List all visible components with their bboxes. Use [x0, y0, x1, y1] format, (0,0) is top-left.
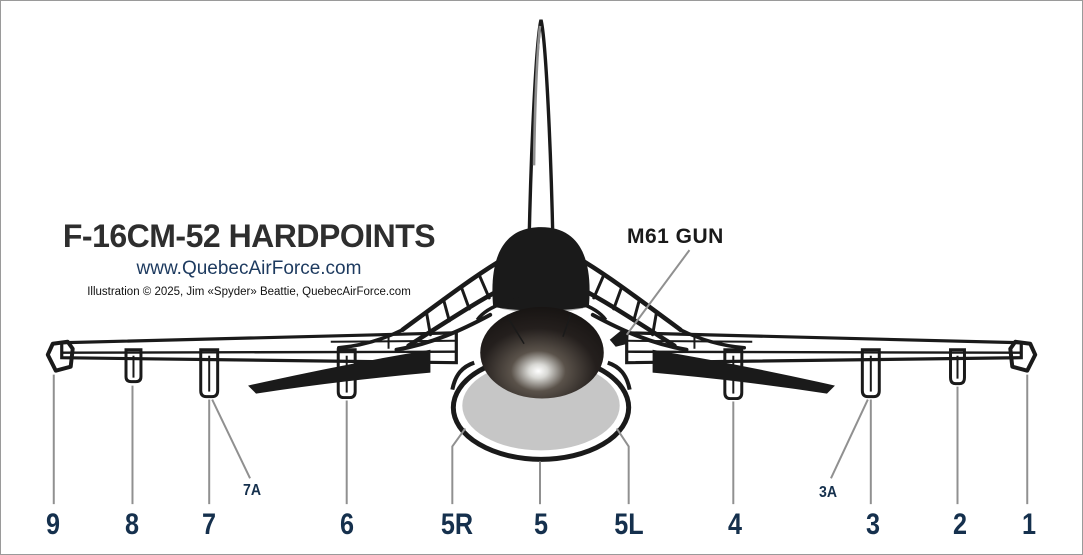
station-label-9: 9 — [45, 508, 61, 541]
credit-line: Illustration © 2025, Jim «Spyder» Beatti… — [87, 286, 411, 298]
leader-m61-gun — [625, 249, 691, 336]
canopy-sill-line — [475, 295, 608, 321]
station-label-5: 5 — [533, 508, 549, 541]
station-label-5r: 5R — [440, 508, 474, 541]
station-label-7: 7 — [201, 508, 217, 541]
station-label-3: 3 — [865, 508, 881, 541]
vertical-fin — [527, 19, 555, 245]
m61-gun-label: M61 GUN — [627, 225, 724, 248]
page-title: F-16CM-52 HARDPOINTS — [62, 218, 436, 254]
station-label-5l: 5L — [614, 508, 644, 541]
right-stabilator — [652, 349, 835, 394]
canopy — [492, 227, 590, 311]
station-label-8: 8 — [124, 508, 140, 541]
left-wingtip-rail — [45, 339, 75, 373]
header-block: F-16CM-52 HARDPOINTS www.QuebecAirForce.… — [41, 218, 457, 298]
fin-shade-line — [532, 25, 542, 166]
right-wingtip-rail — [1008, 339, 1038, 373]
leader-lines — [52, 249, 1029, 505]
m61-gun-port — [609, 330, 629, 347]
pylon-station-8 — [124, 348, 143, 384]
leader-7a — [211, 399, 251, 479]
pylon-station-6 — [336, 348, 357, 400]
pylon-station-3 — [860, 348, 881, 399]
station-label-4: 4 — [727, 508, 743, 541]
station-label-2: 2 — [952, 508, 968, 541]
pylon-station-7 — [199, 348, 220, 399]
pylons — [124, 348, 966, 401]
leader-5r — [451, 427, 467, 505]
station-label-7a: 7A — [242, 482, 261, 499]
station-label-3a: 3A — [818, 484, 837, 501]
station-label-6: 6 — [339, 508, 355, 541]
pylon-station-4 — [723, 348, 744, 401]
leader-3a — [830, 399, 869, 479]
pylon-station-2 — [949, 348, 966, 386]
station-label-1: 1 — [1021, 508, 1037, 541]
radome — [480, 306, 604, 399]
website-text: www.QuebecAirForce.com — [136, 258, 362, 279]
leader-5l — [615, 427, 630, 505]
